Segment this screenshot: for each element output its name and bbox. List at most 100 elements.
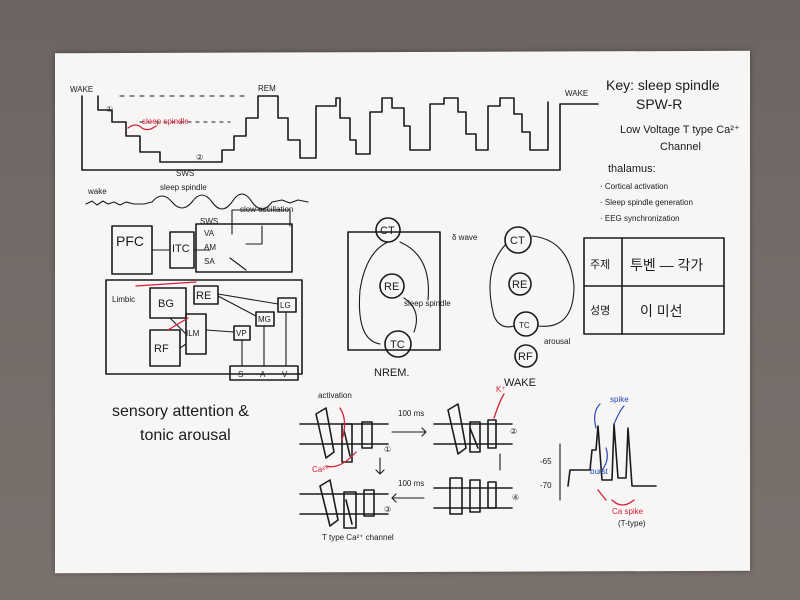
nrem-re-node: [379, 273, 405, 299]
burst-label: burst: [590, 467, 609, 476]
thalamus-note: thalamus: · Cortical activation · Sleep …: [600, 163, 693, 223]
name-box: 주제 투벤 — 각가 성명 이 미선: [583, 237, 725, 335]
s-label: S: [238, 370, 243, 379]
mg-label: MG: [258, 315, 271, 324]
channel-states: activation 100 ms 100 ms Ca²⁺ K⁺ T type …: [299, 385, 519, 542]
hypnogram: WAKE WAKE REM SWS ① ② sleep spindle: [70, 84, 599, 178]
eeg-sws: SWS: [200, 217, 218, 226]
channel-gates: [343, 427, 479, 525]
wake-re-label: RE: [512, 279, 527, 291]
nrem-re-label: RE: [384, 281, 399, 293]
channel-4: [449, 477, 497, 515]
nrem-frame: [347, 231, 441, 351]
spike-plot: spike burst Ca spike (T-type) -65 -70: [540, 395, 657, 528]
subcortical-box: [105, 279, 303, 375]
label-rem: REM: [258, 84, 276, 93]
hypnogram-trace: [81, 95, 599, 171]
wake-arousal: arousal: [544, 337, 570, 346]
n1-label: ①: [384, 445, 391, 454]
activation-label: activation: [318, 391, 352, 400]
hypnogram-steps: [97, 95, 549, 163]
lg-box: [277, 297, 297, 313]
spike-label: spike: [610, 395, 629, 404]
wake-re-node: [508, 272, 532, 296]
nrem-ct-label: CT: [380, 225, 395, 237]
re-label: RE: [196, 290, 211, 302]
mg-box: [255, 311, 275, 327]
wake-tc-node: [513, 311, 539, 337]
name-row1-key: 주제: [590, 258, 610, 271]
ms1-label: 100 ms: [398, 409, 424, 418]
thalamus-item-1: · Sleep spindle generation: [600, 198, 693, 207]
ms2-label: 100 ms: [398, 479, 424, 488]
v1-label: -65: [540, 457, 552, 466]
k-out-label: K⁺: [496, 385, 506, 394]
wake-rf-node: [514, 344, 538, 368]
channel-1: [315, 407, 373, 463]
wake-tc-label: TC: [519, 321, 530, 330]
spindle-scribble: [127, 124, 157, 131]
limbic-label: Limbic: [112, 295, 135, 304]
label-wake-left: WAKE: [70, 85, 93, 94]
wake-ct-label: CT: [510, 235, 525, 247]
v-label: V: [282, 370, 288, 379]
label-wake-right: WAKE: [565, 89, 588, 98]
a-label: A: [260, 370, 266, 379]
ilm-label: ILM: [186, 329, 200, 338]
nrem-diagram: CT RE TC sleep spindle δ wave NREM.: [347, 217, 478, 379]
n3-label: ③: [384, 505, 391, 514]
eeg-line: [85, 193, 309, 210]
name-row2-val: 이 미선: [640, 303, 683, 319]
label-stage1: ①: [106, 105, 113, 114]
eeg-spindle: sleep spindle: [160, 183, 207, 192]
v2-label: -70: [540, 481, 552, 490]
key-legend: Key: sleep spindle SPW-R Low Voltage T t…: [606, 77, 740, 153]
spike-blue-marks: [594, 403, 625, 471]
wake-loops: [489, 235, 575, 328]
name-row1-val: 투벤 — 각가: [630, 257, 703, 273]
nrem-delta: δ wave: [452, 233, 478, 242]
channel-2: [447, 403, 497, 455]
key-spw: SPW-R: [636, 96, 682, 112]
sensory-line2: tonic arousal: [140, 427, 231, 444]
am-label: AM: [204, 243, 216, 252]
itc-label: ITC: [172, 243, 190, 255]
re-box: [193, 285, 219, 305]
spike-trace: [567, 423, 657, 487]
nrem-tc-node: [384, 330, 412, 358]
label-sws: SWS: [176, 169, 194, 178]
channel-3: [319, 479, 375, 529]
rf-label: RF: [154, 343, 169, 355]
nrem-label: NREM.: [374, 367, 409, 379]
pfc-label: PFC: [116, 233, 144, 249]
cycle-arrows: [375, 427, 501, 503]
key-lvt: Low Voltage T type Ca²⁺: [620, 124, 740, 136]
sensory-note: sensory attention & tonic arousal: [112, 403, 249, 444]
circuit-connectors: [151, 209, 291, 367]
thalamus-item-2: · EEG synchronization: [600, 214, 680, 223]
thalamus-box: [195, 223, 293, 273]
bg-label: BG: [158, 298, 174, 310]
key-title: Key: sleep spindle: [606, 77, 720, 93]
thalamus-item-0: · Cortical activation: [600, 182, 668, 191]
ca-in-label: Ca²⁺: [312, 465, 329, 474]
n2-label: ②: [510, 427, 517, 436]
eeg-wake: wake: [87, 187, 107, 196]
t-type-label: T type Ca²⁺ channel: [322, 533, 394, 542]
t-type-paren: (T-type): [618, 519, 646, 528]
ion-arrows: [325, 393, 505, 468]
ca-spike-label: Ca spike: [612, 507, 644, 516]
va-label: VA: [204, 229, 215, 238]
wake-label: WAKE: [504, 377, 536, 389]
circuit-red-paths: [135, 281, 197, 331]
spike-red-marks: [597, 489, 635, 506]
nrem-loops: [358, 241, 429, 345]
vp-label: VP: [236, 329, 247, 338]
key-lvt-2: Channel: [660, 141, 701, 153]
lg-label: LG: [280, 301, 291, 310]
sa-label: SA: [204, 257, 215, 266]
label-sleep-spindle-red: sleep spindle: [142, 117, 189, 126]
nrem-tc-label: TC: [390, 339, 405, 351]
thalamus-title: thalamus:: [608, 163, 656, 175]
